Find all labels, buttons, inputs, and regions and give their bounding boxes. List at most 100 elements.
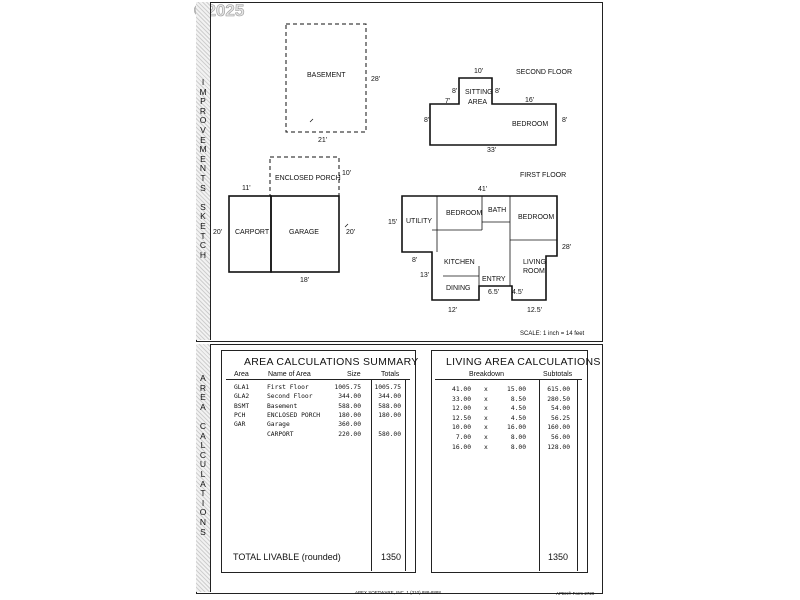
- second-floor-dim-step-right: 16': [525, 97, 535, 104]
- living-header-breakdown: Breakdown: [469, 371, 505, 378]
- basement-label: BASEMENT: [307, 72, 346, 79]
- porch-dim: 10': [342, 170, 352, 177]
- carport-top-dim: 11': [242, 185, 251, 192]
- porch-label: ENCLOSED PORCH: [275, 175, 341, 182]
- summary-cell-code: PCH: [234, 411, 246, 419]
- living-title: LIVING AREA CALCULATIONS: [446, 356, 601, 368]
- living-header-rule: [435, 379, 582, 380]
- summary-cell-code: BSMT: [234, 402, 250, 410]
- summary-title: AREA CALCULATIONS SUMMARY: [244, 356, 419, 368]
- summary-cell-size: 588.00: [338, 402, 361, 410]
- sketch-side-label: I M P R O V E M E N T S S K E T C H: [199, 77, 207, 260]
- col-header-totals: Totals: [381, 371, 400, 378]
- bedroom2-label: BEDROOM: [518, 214, 555, 221]
- first-floor-title: FIRST FLOOR: [520, 172, 567, 179]
- second-floor-dim-left: 8': [424, 117, 430, 124]
- footer-right: APEX® Form 2729: [556, 591, 595, 596]
- summary-cell-name: Second Floor: [267, 393, 313, 401]
- living-cell-b: 8.00: [510, 443, 526, 451]
- summary-header-rule: [226, 379, 410, 380]
- bath-label: BATH: [488, 207, 507, 214]
- living-cell-b: 8.00: [510, 434, 526, 441]
- utility-label: UTILITY: [406, 218, 433, 225]
- entry-width-dim: 6.5': [488, 289, 500, 296]
- sketch-side-strip: I M P R O V E M E N T S S K E T C H: [196, 2, 211, 340]
- area-side-strip: A R E A C A L C U L A T I O N S: [196, 344, 211, 592]
- living-cell-a: 33.00: [452, 395, 471, 403]
- garage-bottom-dim: 18': [300, 277, 310, 284]
- dining-label: DINING: [446, 285, 471, 292]
- first-floor-outline: [401, 195, 558, 301]
- summary-cell-size: 344.00: [338, 393, 361, 401]
- first-floor-dim-top: 41': [478, 186, 488, 193]
- summary-cell-total: 180.00: [378, 411, 401, 419]
- living-cell-s: 54.00: [551, 405, 570, 413]
- summary-cell-size: 1005.75: [334, 384, 361, 391]
- living-cell-x: x: [484, 386, 488, 393]
- living-cell-b: 4.50: [510, 414, 526, 422]
- second-floor-dim-step-left: 7': [445, 98, 451, 105]
- total-livable-value: 1350: [381, 552, 402, 562]
- living-cell-a: 12.50: [452, 414, 471, 422]
- second-floor-outline: [429, 77, 557, 146]
- second-floor-dim-left-upper: 8': [452, 88, 458, 95]
- first-floor-dim-left: 15': [388, 219, 398, 226]
- col-header-name: Name of Area: [268, 371, 311, 378]
- carport-label: CARPORT: [235, 229, 270, 236]
- basement-outline: [285, 23, 367, 133]
- garage-right-dim: 20': [346, 229, 356, 236]
- living-cell-s: 280.50: [547, 395, 570, 403]
- summary-cell-size: 220.00: [338, 430, 361, 438]
- second-floor-title: SECOND FLOOR: [516, 69, 573, 76]
- living-cell-x: x: [484, 395, 488, 403]
- footer-center: APEX SOFTWARE, INC. 1 (310) 888-8888: [355, 590, 441, 595]
- basement-height-dim: 28': [371, 76, 381, 83]
- entry-height-dim: 4.5': [512, 289, 524, 296]
- living-cell-a: 10.00: [452, 424, 471, 432]
- summary-cell-name: Basement: [267, 402, 298, 410]
- summary-cell-code: GLA2: [234, 393, 250, 401]
- summary-cell-total: 1005.75: [374, 384, 401, 391]
- col-header-size: Size: [347, 371, 361, 378]
- living-room-label-2: ROOM: [523, 268, 545, 275]
- living-cell-s: 128.00: [547, 443, 570, 451]
- living-cell-b: 16.00: [507, 424, 526, 432]
- summary-cell-total: 580.00: [378, 430, 401, 438]
- living-cell-x: x: [484, 443, 488, 451]
- area-side-label: A R E A C A L C U L A T I O N S: [199, 373, 207, 537]
- garage-left-dim: 20': [213, 229, 223, 236]
- living-cell-x: x: [484, 405, 488, 413]
- living-room-label-1: LIVING: [523, 259, 546, 266]
- living-cell-s: 56.00: [551, 434, 570, 441]
- second-floor-dim-top: 10': [474, 68, 484, 75]
- col-header-area: Area: [234, 371, 249, 378]
- utility-bottom-dim: 8': [412, 257, 418, 264]
- living-cell-s: 56.25: [551, 414, 570, 422]
- scale-label: SCALE: 1 inch = 14 feet: [520, 331, 585, 337]
- totals-column-box: [371, 380, 406, 571]
- living-cell-a: 12.00: [452, 405, 471, 413]
- summary-cell-name: CARPORT: [267, 430, 294, 438]
- first-floor-dim-bottom-left: 12': [448, 307, 458, 314]
- total-livable-label: TOTAL LIVABLE (rounded): [233, 552, 341, 562]
- living-cell-b: 8.50: [510, 395, 526, 403]
- summary-cell-size: 360.00: [338, 421, 361, 429]
- living-cell-s: 615.00: [547, 386, 570, 393]
- living-cell-s: 160.00: [547, 424, 570, 432]
- summary-cell-name: ENCLOSED PORCH: [267, 411, 321, 419]
- second-floor-dim-right: 8': [562, 117, 568, 124]
- living-cell-a: 7.00: [455, 434, 471, 441]
- living-total-value: 1350: [548, 552, 569, 562]
- summary-cell-total: 588.00: [378, 402, 401, 410]
- subtotals-column-box: [539, 380, 578, 571]
- second-floor-bedroom-label: BEDROOM: [512, 121, 549, 128]
- summary-box: [221, 350, 416, 573]
- summary-cell-name: First Floor: [267, 384, 309, 391]
- living-box: [431, 350, 588, 573]
- living-cell-x: x: [484, 424, 488, 432]
- living-cell-b: 4.50: [510, 405, 526, 413]
- living-cell-a: 41.00: [452, 386, 471, 393]
- kitchen-label: KITCHEN: [444, 259, 475, 266]
- bedroom1-label: BEDROOM: [446, 210, 483, 217]
